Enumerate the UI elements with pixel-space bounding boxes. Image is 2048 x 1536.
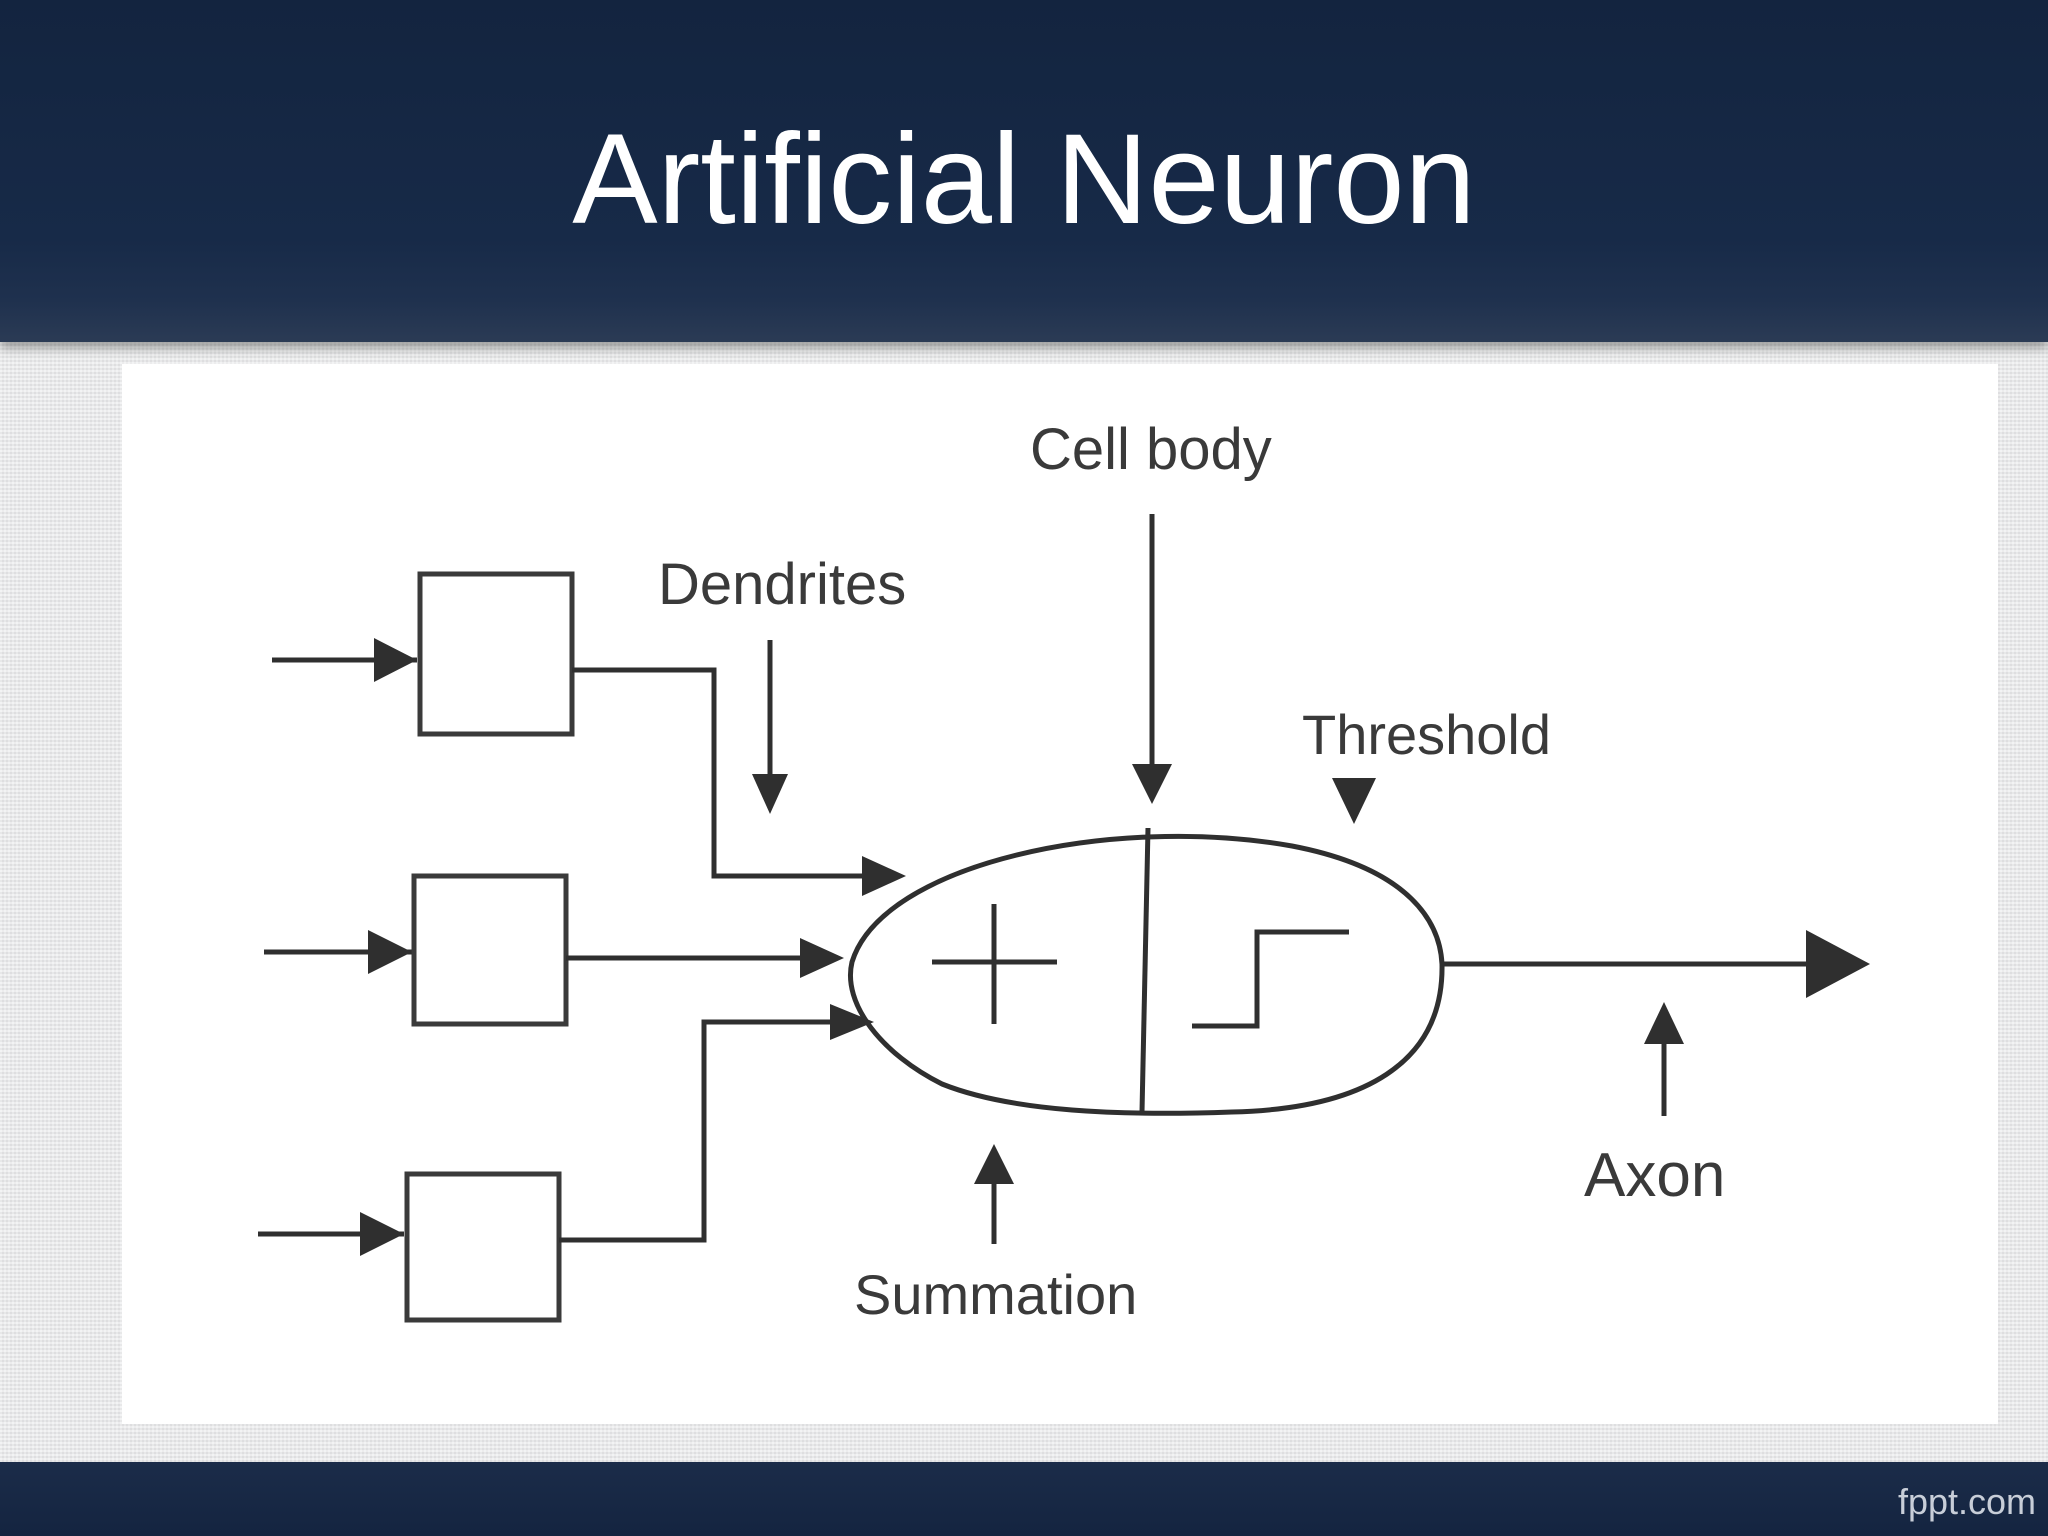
cell-body-outline [848,833,1445,1116]
connection-arrowhead-2 [800,938,844,978]
weight-box-1 [417,571,575,737]
input-arrowhead-3 [360,1212,404,1256]
weight-box-3 [404,1171,562,1323]
dendrite-connections [559,667,906,1243]
summation-pointer-head [974,1144,1014,1184]
cell-body-divider [1139,827,1151,1113]
threshold-pointer-head [1332,778,1376,824]
input-arrowhead-2 [368,930,412,974]
label-axon: Axon [1584,1141,1725,1210]
connection-arrowhead-1 [862,856,906,896]
dendrites-pointer-head [752,774,788,814]
cell-body-pointer-head [1132,764,1172,804]
weight-box-2 [411,873,569,1027]
weight-boxes [404,571,575,1323]
artificial-neuron-diagram: Cell body Dendrites Threshold Summation … [258,417,1870,1326]
slide-title: Artificial Neuron [572,108,1476,251]
axon-pointer-head [1644,1002,1684,1044]
threshold-step-symbol [1192,929,1349,1029]
label-dendrites: Dendrites [658,552,906,617]
cell-body [848,827,1445,1116]
input-arrowhead-1 [374,638,417,682]
label-pointers [752,514,1684,1244]
label-summation: Summation [854,1263,1137,1326]
label-cell-body: Cell body [1030,417,1272,482]
axon-arrowhead [1806,930,1870,998]
connection-line-1 [572,667,890,879]
slide-footer: fppt.com [0,1462,2048,1536]
input-arrows [258,638,417,1256]
axon-output [1442,930,1870,998]
footer-brand-text: fppt.com [1897,1481,2036,1522]
slide-header: Artificial Neuron [0,0,2048,342]
connection-line-3 [559,1019,862,1243]
label-threshold: Threshold [1302,703,1551,766]
connection-arrowhead-3 [830,1004,874,1040]
diagram-panel: Cell body Dendrites Threshold Summation … [122,364,1998,1424]
